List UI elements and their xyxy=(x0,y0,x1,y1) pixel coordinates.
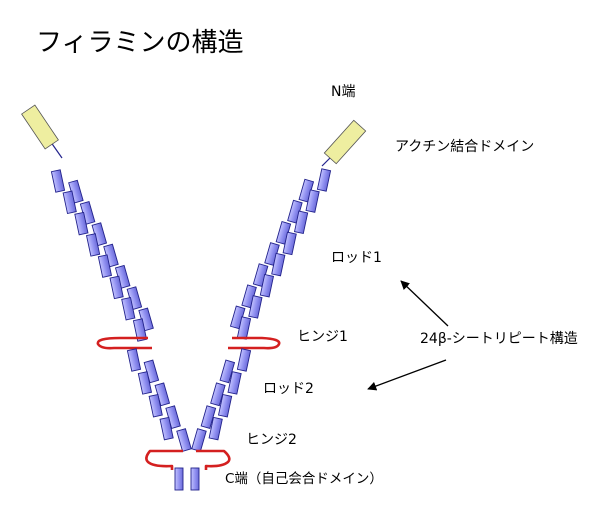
right-rod1 xyxy=(229,168,332,340)
left-rod1-repeat-block xyxy=(74,211,89,236)
right-rod1-repeat-block xyxy=(293,210,309,235)
label-rod1: ロッド1 xyxy=(331,250,382,266)
left-actin-binding-domain xyxy=(21,104,63,159)
right-rod2-repeat-block xyxy=(236,348,252,372)
right-rod2-repeat-block xyxy=(200,405,217,429)
left-hinge1 xyxy=(96,336,152,350)
left-rod1-repeat-block xyxy=(50,169,66,193)
left-arm xyxy=(21,104,192,491)
right-rod1-repeat-block xyxy=(316,168,332,192)
arrow-to-rod1 xyxy=(400,280,449,327)
label-c-terminus: C端（自己会合ドメイン） xyxy=(225,471,383,487)
left-rod2-repeat-block xyxy=(137,371,153,395)
right-rod2 xyxy=(191,348,252,452)
left-rod1-repeat-block xyxy=(132,318,148,342)
left-hinge2 xyxy=(145,449,183,470)
left-rod1-repeat-block xyxy=(85,233,101,257)
left-rod2-repeat-block xyxy=(176,428,192,452)
right-rod2-repeat-block xyxy=(219,359,236,384)
label-hinge2: ヒンジ2 xyxy=(246,432,297,448)
right-rod1-repeat-block xyxy=(259,273,275,298)
right-hinge2 xyxy=(196,449,231,470)
repeat-arrows xyxy=(367,280,449,391)
right-rod1-repeat-block xyxy=(271,252,286,277)
right-rod2-repeat-block xyxy=(208,416,223,441)
right-rod1-repeat-block xyxy=(248,295,263,319)
label-rod2: ロッド2 xyxy=(263,381,314,397)
right-dimerization-block xyxy=(190,467,200,491)
right-rod2-repeat-block xyxy=(227,371,242,395)
left-rod1-repeat-block xyxy=(109,275,124,300)
left-rod1-repeat-block xyxy=(97,254,113,278)
label-repeat-structure: 24β-シートリピート構造 xyxy=(420,331,578,347)
right-rod2-repeat-block xyxy=(217,393,233,418)
left-rod2-repeat-block xyxy=(159,416,174,441)
right-rod1-repeat-block xyxy=(305,189,320,213)
left-rod2-repeat-block xyxy=(148,393,163,418)
left-rod1-repeat-block xyxy=(62,190,77,215)
left-rod1-repeat-block xyxy=(121,296,136,321)
arrow-to-rod2 xyxy=(367,359,447,391)
right-actin-binding-domain xyxy=(321,119,367,167)
left-rod2-repeat-block xyxy=(126,348,142,372)
left-rod2 xyxy=(126,348,192,452)
label-n-terminus: N端 xyxy=(331,84,355,100)
right-arm xyxy=(190,119,367,491)
left-dimerization-block xyxy=(174,467,184,491)
figure-title: フィラミンの構造 xyxy=(36,28,243,58)
label-hinge1: ヒンジ1 xyxy=(297,329,348,345)
right-hinge1 xyxy=(228,336,281,350)
right-rod2-repeat-block xyxy=(191,428,207,452)
right-rod1-repeat-block xyxy=(282,231,297,256)
label-actin-binding-domain: アクチン結合ドメイン xyxy=(395,139,534,155)
left-rod1 xyxy=(50,169,154,342)
